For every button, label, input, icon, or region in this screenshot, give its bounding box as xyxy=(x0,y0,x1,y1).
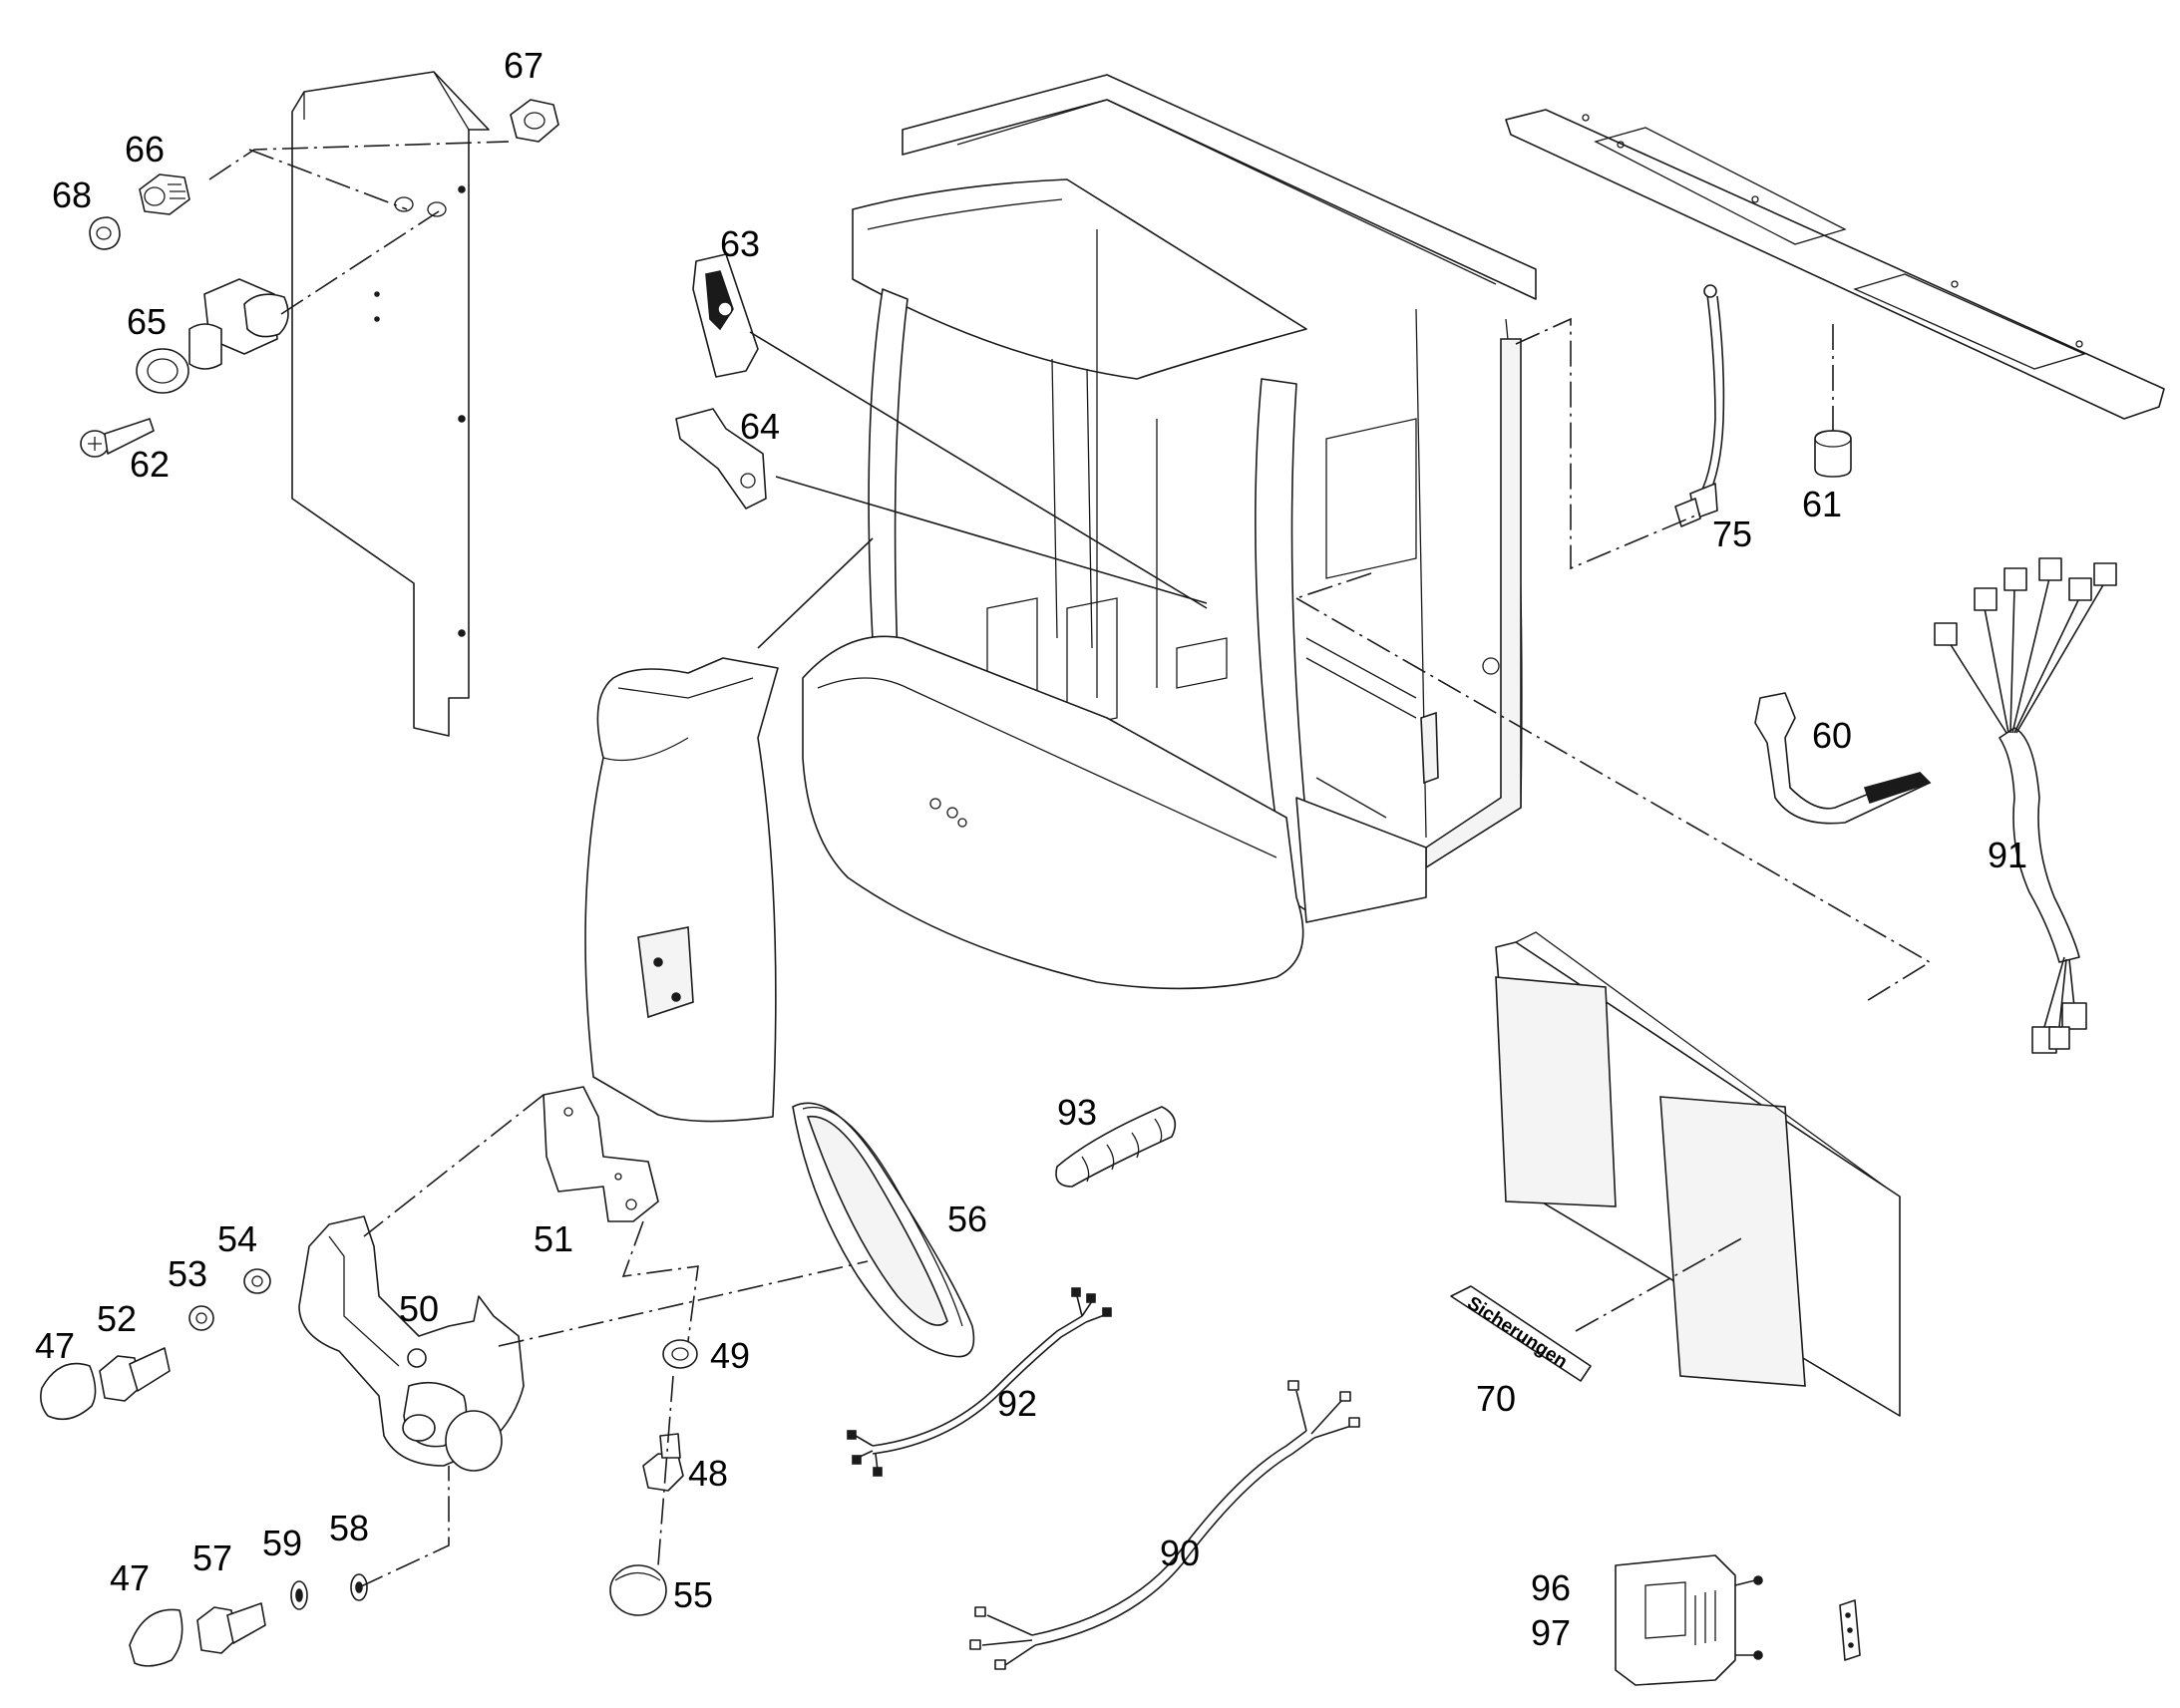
callout-96: 96 xyxy=(1531,1567,1571,1608)
callout-61: 61 xyxy=(1802,484,1842,524)
sicherungen-label-text: Sicherungen xyxy=(1463,1293,1571,1373)
part-52-bolt xyxy=(99,1347,171,1402)
callout-62: 62 xyxy=(130,444,170,485)
callout-91: 91 xyxy=(1988,835,2027,875)
callout-51: 51 xyxy=(534,1218,573,1259)
sicherungen-label-plate: Sicherungen xyxy=(1450,1285,1592,1382)
post-cover xyxy=(584,657,779,1123)
part-96-97-sub-d-plug xyxy=(1615,1554,1861,1686)
callout-60: 60 xyxy=(1812,715,1852,756)
callout-55: 55 xyxy=(673,1574,713,1615)
callout-50: 50 xyxy=(399,1288,439,1329)
callout-labels: 47 47 48 49 50 51 52 53 54 55 56 57 58 5… xyxy=(35,45,2027,1653)
part-57-bolt xyxy=(196,1602,266,1654)
part-66-threaded-fitting xyxy=(139,173,190,215)
part-60-strap xyxy=(1754,692,1932,825)
part-61-spacer xyxy=(1814,430,1852,478)
part-75-antenna xyxy=(1674,284,1725,527)
gasket-plate xyxy=(1505,109,2165,420)
cab-body xyxy=(802,74,1537,990)
part-56-mirror xyxy=(792,1102,975,1358)
callout-59: 59 xyxy=(262,1523,302,1563)
part-51-mounting-plate xyxy=(543,1086,659,1222)
callout-67: 67 xyxy=(504,45,544,86)
part-90-wire-harness xyxy=(969,1380,1360,1670)
part-53-washer xyxy=(188,1305,214,1331)
callout-47-lower: 47 xyxy=(110,1557,150,1598)
callout-97: 97 xyxy=(1531,1612,1571,1653)
callout-70: 70 xyxy=(1476,1378,1516,1419)
part-65-socket-connector xyxy=(136,278,289,394)
part-59-washer xyxy=(290,1580,308,1610)
part-92-wire-harness xyxy=(847,1287,1112,1477)
part-55-cap xyxy=(609,1564,667,1616)
part-91-cable-loom xyxy=(1934,557,2117,1054)
part-64-bracket xyxy=(675,408,767,510)
part-54-washer xyxy=(243,1268,271,1294)
callout-57: 57 xyxy=(192,1537,232,1578)
part-47-cap-lower xyxy=(129,1608,183,1667)
callout-47-upper: 47 xyxy=(35,1325,75,1366)
dash-dot-lines xyxy=(208,141,1932,1588)
callout-49: 49 xyxy=(710,1335,750,1376)
callout-54: 54 xyxy=(217,1218,257,1259)
leader-lines xyxy=(749,331,1208,649)
callout-48: 48 xyxy=(688,1453,728,1494)
part-67-hex-nut xyxy=(510,99,559,143)
part-62-screw xyxy=(80,418,155,458)
part-49-washer xyxy=(662,1339,698,1369)
callout-90: 90 xyxy=(1160,1533,1200,1573)
part-70-fuse-panel xyxy=(1495,931,1901,1417)
callout-56: 56 xyxy=(947,1198,987,1239)
callout-66: 66 xyxy=(125,129,165,170)
side-panel xyxy=(291,71,490,737)
part-93-spiral-wrap xyxy=(1055,1106,1177,1188)
callout-92: 92 xyxy=(997,1383,1037,1424)
callout-65: 65 xyxy=(127,301,167,342)
part-50-mirror-bracket xyxy=(298,1215,525,1472)
callout-75: 75 xyxy=(1712,513,1752,554)
part-47-cap-upper xyxy=(40,1362,97,1421)
part-68-plug xyxy=(89,216,121,250)
callout-64: 64 xyxy=(740,406,780,447)
part-63-cable-clip xyxy=(692,253,759,378)
callout-53: 53 xyxy=(168,1253,207,1294)
part-48-stud xyxy=(642,1433,684,1492)
callout-63: 63 xyxy=(720,223,760,264)
callout-52: 52 xyxy=(97,1298,137,1339)
callout-58: 58 xyxy=(329,1508,369,1548)
callout-93: 93 xyxy=(1057,1092,1097,1133)
callout-68: 68 xyxy=(52,174,92,215)
